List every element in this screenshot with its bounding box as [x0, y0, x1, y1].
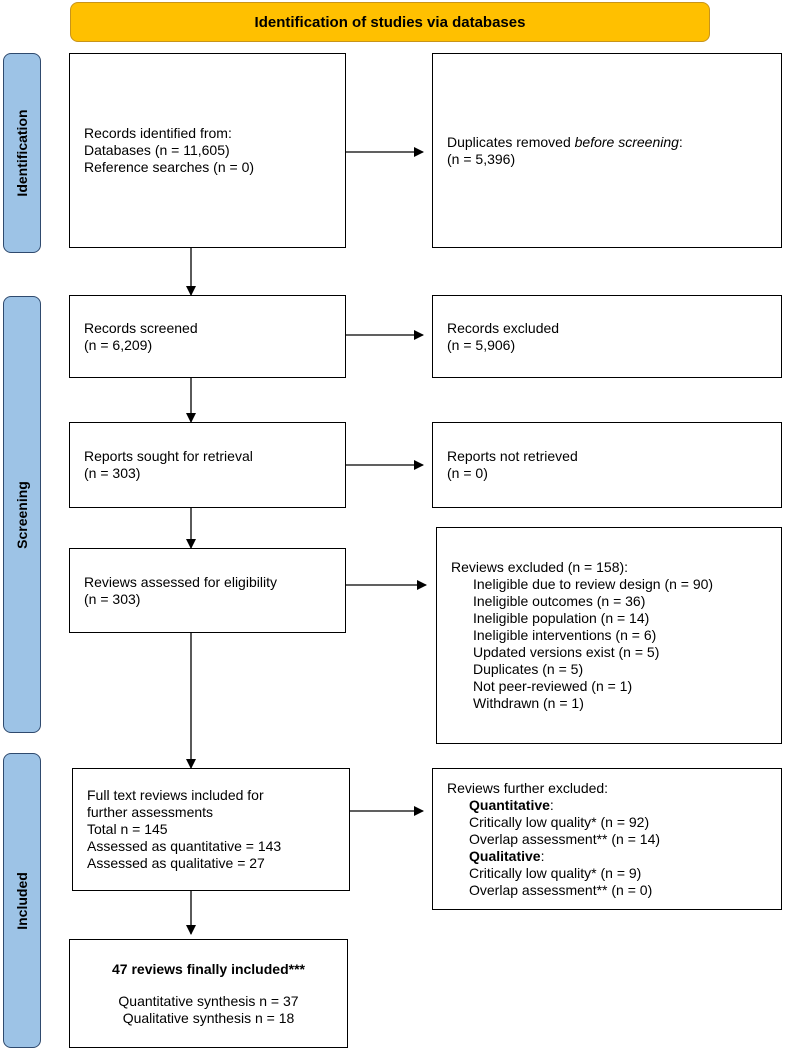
full-text-quantitative: Assessed as quantitative = 143 [87, 838, 282, 854]
qualitative-colon: : [540, 847, 545, 864]
exclusion-reason: Withdrawn (n = 1) [473, 695, 584, 711]
qualitative-heading-text: Qualitative [469, 847, 541, 864]
records-screened-count: (n = 6,209) [84, 336, 153, 353]
records-screened-box: Records screened (n = 6,209) [69, 295, 346, 378]
exclusion-reason: Duplicates (n = 5) [473, 661, 584, 677]
reviews-excluded-title: Reviews excluded (n = 158): [451, 559, 629, 575]
full-text-line2: further assessments [87, 804, 214, 820]
records-identified-box: Records identified from: Databases (n = … [69, 53, 346, 248]
full-text-total: Total n = 145 [87, 821, 168, 837]
reviews-excluded-box: Reviews excluded (n = 158): Ineligible d… [436, 527, 782, 744]
records-excluded-count: (n = 5,906) [447, 336, 516, 353]
full-text-line1: Full text reviews included for [87, 787, 264, 803]
exclusion-reason: Ineligible population (n = 14) [473, 610, 650, 626]
duplicates-removed-count: (n = 5,396) [447, 150, 516, 167]
records-identified-line1: Records identified from: [84, 125, 232, 141]
quantitative-heading-text: Quantitative [469, 796, 550, 813]
reports-sought-label: Reports sought for retrieval [84, 448, 253, 464]
exclusion-reason: Not peer-reviewed (n = 1) [473, 678, 633, 694]
duplicates-emphasis: before screening [574, 133, 679, 150]
phase-included: Included [3, 753, 41, 1048]
qualitative-item: Overlap assessment** (n = 0) [469, 881, 653, 898]
reports-sought-box: Reports sought for retrieval (n = 303) [69, 422, 346, 508]
quantitative-item: Overlap assessment** (n = 14) [469, 830, 661, 847]
header-title: Identification of studies via databases [254, 13, 526, 31]
records-identified-databases: Databases (n = 11,605) [84, 142, 230, 158]
quantitative-heading: Quantitative: [447, 797, 781, 814]
reports-not-retrieved-label: Reports not retrieved [447, 448, 578, 464]
records-screened-label: Records screened [84, 319, 198, 336]
duplicates-suffix: : [678, 133, 683, 150]
reports-sought-count: (n = 303) [84, 465, 141, 481]
full-text-qualitative: Assessed as qualitative = 27 [87, 855, 265, 871]
qualitative-heading: Qualitative: [447, 848, 781, 865]
full-text-box: Full text reviews included for further a… [72, 768, 350, 891]
header-banner: Identification of studies via databases [70, 2, 710, 42]
final-included-headline: 47 reviews finally included*** [112, 960, 305, 977]
further-excluded-box: Reviews further excluded: Quantitative: … [432, 768, 782, 910]
quantitative-item: Critically low quality* (n = 92) [469, 813, 650, 830]
further-excluded-title: Reviews further excluded: [447, 779, 609, 796]
reviews-assessed-label: Reviews assessed for eligibility [84, 573, 277, 590]
reports-not-retrieved-box: Reports not retrieved (n = 0) [432, 422, 782, 508]
reports-not-retrieved-count: (n = 0) [447, 465, 488, 481]
records-excluded-box: Records excluded (n = 5,906) [432, 295, 782, 378]
phase-screening: Screening [3, 296, 41, 733]
records-identified-references: Reference searches (n = 0) [84, 159, 255, 175]
records-excluded-label: Records excluded [447, 319, 560, 336]
phase-identification: Identification [3, 53, 41, 253]
final-qualitative: Qualitative synthesis n = 18 [122, 1009, 295, 1026]
exclusion-reason: Ineligible due to review design (n = 90) [473, 576, 714, 592]
reviews-assessed-box: Reviews assessed for eligibility (n = 30… [69, 548, 346, 633]
qualitative-item: Critically low quality* (n = 9) [469, 864, 642, 881]
duplicates-prefix: Duplicates removed [447, 133, 575, 150]
final-quantitative: Quantitative synthesis n = 37 [118, 992, 299, 1009]
exclusion-reason: Updated versions exist (n = 5) [473, 644, 660, 660]
duplicates-removed-box: Duplicates removed before screening: (n … [432, 53, 782, 248]
exclusion-reason: Ineligible outcomes (n = 36) [473, 593, 646, 609]
exclusion-reason: Ineligible interventions (n = 6) [473, 627, 657, 643]
reviews-assessed-count: (n = 303) [84, 590, 141, 607]
quantitative-colon: : [549, 796, 554, 813]
final-included-box: 47 reviews finally included*** Quantitat… [69, 939, 348, 1048]
duplicates-removed-label: Duplicates removed before screening: [447, 134, 781, 151]
